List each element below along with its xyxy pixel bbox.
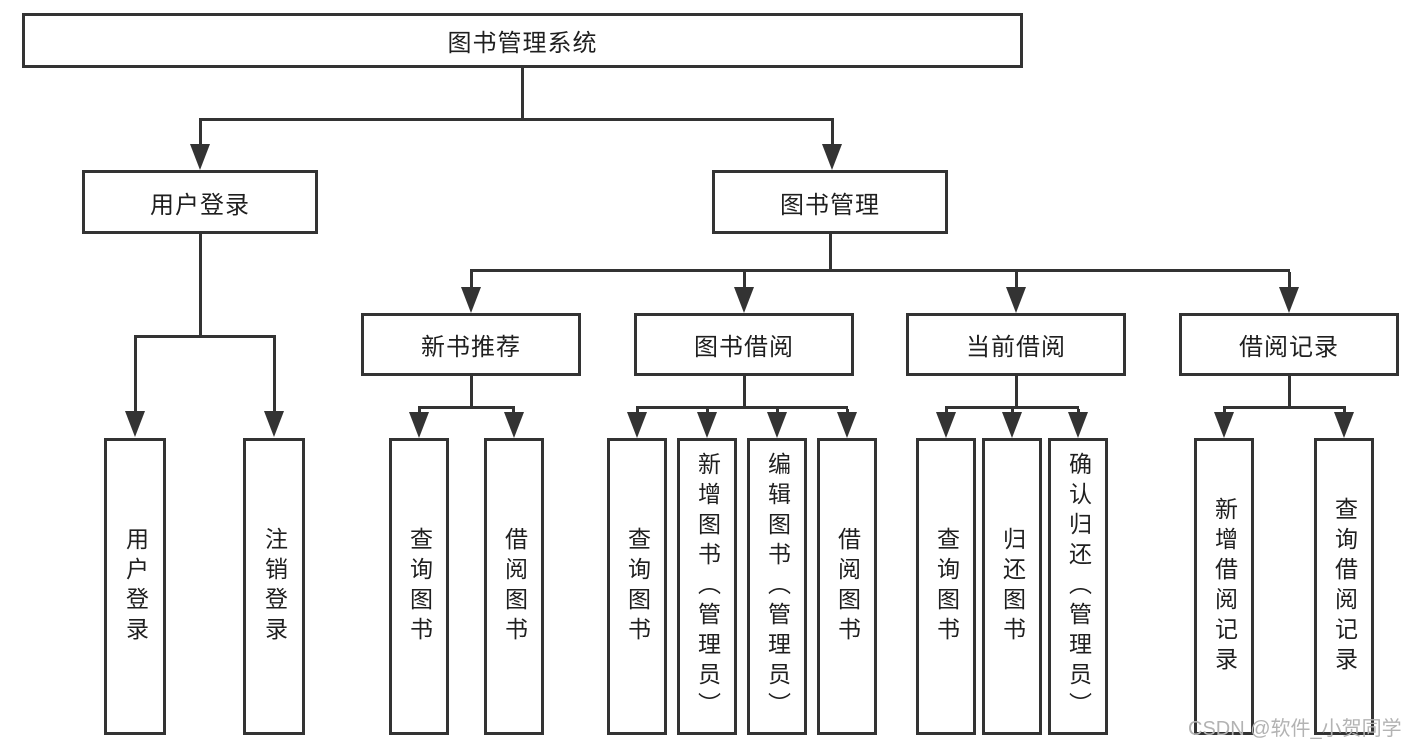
leaf-recommend-borrow-book-label: 借阅图书 [501,526,528,647]
leaf-borrow-query-book-label: 查询图书 [624,526,651,647]
arrow-down-icon [936,412,956,438]
arrow-down-icon [767,412,787,438]
node-current-borrow-label: 当前借阅 [966,334,1066,361]
connector-line [945,406,1079,409]
connector-line [470,376,473,406]
node-new-book-recommend: 新书推荐 [361,313,581,376]
leaf-logout: 注销登录 [243,438,305,735]
arrow-down-icon [1334,412,1354,438]
node-book-borrow: 图书借阅 [634,313,854,376]
node-book-management-label: 图书管理 [780,191,880,219]
leaf-recommend-query-book: 查询图书 [389,438,449,735]
connector-line [199,234,202,335]
arrow-down-icon [1279,287,1299,313]
leaf-records-query-record-label: 查询借阅记录 [1331,496,1358,677]
leaf-current-query-book: 查询图书 [916,438,976,735]
connector-line [1288,376,1291,406]
connector-line [831,121,834,147]
leaf-user-login-label: 用户登录 [122,526,149,647]
connector-line [1223,406,1346,409]
leaf-current-confirm-return-admin-label: 确认归还（管理员） [1065,451,1092,722]
leaf-current-query-book-label: 查询图书 [933,526,960,647]
arrow-down-icon [1068,412,1088,438]
connector-line [470,272,473,289]
connector-line [1015,376,1018,406]
arrow-down-icon [627,412,647,438]
node-root: 图书管理系统 [22,13,1023,68]
connector-line [521,68,524,120]
arrow-down-icon [409,412,429,438]
connector-line [134,335,276,338]
arrow-down-icon [461,287,481,313]
leaf-borrow-add-book-admin: 新增图书（管理员） [677,438,737,735]
leaf-records-query-record: 查询借阅记录 [1314,438,1374,735]
leaf-borrow-edit-book-admin-label: 编辑图书（管理员） [764,451,791,722]
node-borrow-records-label: 借阅记录 [1239,334,1339,361]
arrow-down-icon [822,144,842,170]
leaf-borrow-edit-book-admin: 编辑图书（管理员） [747,438,807,735]
arrow-down-icon [697,412,717,438]
connector-line [199,118,834,121]
leaf-current-confirm-return-admin: 确认归还（管理员） [1048,438,1108,735]
node-user-login-label: 用户登录 [150,191,250,219]
connector-line [418,406,515,409]
leaf-current-return-book-label: 归还图书 [999,526,1026,647]
leaf-borrow-borrow-book-label: 借阅图书 [834,526,861,647]
node-user-login: 用户登录 [82,170,318,234]
leaf-recommend-borrow-book: 借阅图书 [484,438,544,735]
connector-line [829,234,832,269]
csdn-watermark: CSDN @软件_小贺同学 [1188,718,1402,740]
connector-line [1288,272,1291,289]
leaf-records-add-record-label: 新增借阅记录 [1211,496,1238,677]
leaf-recommend-query-book-label: 查询图书 [406,526,433,647]
arrow-down-icon [264,411,284,437]
arrow-down-icon [504,412,524,438]
leaf-borrow-query-book: 查询图书 [607,438,667,735]
node-book-borrow-label: 图书借阅 [694,334,794,361]
connector-line [1015,272,1018,289]
node-new-book-recommend-label: 新书推荐 [421,334,521,361]
connector-line [134,338,137,413]
leaf-records-add-record: 新增借阅记录 [1194,438,1254,735]
node-root-label: 图书管理系统 [447,30,598,57]
connector-line [470,269,1290,272]
leaf-borrow-borrow-book: 借阅图书 [817,438,877,735]
arrow-down-icon [190,144,210,170]
leaf-logout-label: 注销登录 [261,526,288,647]
arrow-down-icon [1214,412,1234,438]
leaf-current-return-book: 归还图书 [982,438,1042,735]
connector-line [743,376,746,406]
connector-line [273,338,276,413]
node-current-borrow: 当前借阅 [906,313,1126,376]
arrow-down-icon [734,287,754,313]
arrow-down-icon [837,412,857,438]
leaf-user-login: 用户登录 [104,438,166,735]
connector-line [743,272,746,289]
connector-line [199,121,202,147]
arrow-down-icon [1006,287,1026,313]
connector-line [636,406,848,409]
node-borrow-records: 借阅记录 [1179,313,1399,376]
node-book-management: 图书管理 [712,170,948,234]
leaf-borrow-add-book-admin-label: 新增图书（管理员） [694,451,721,722]
arrow-down-icon [1002,412,1022,438]
arrow-down-icon [125,411,145,437]
